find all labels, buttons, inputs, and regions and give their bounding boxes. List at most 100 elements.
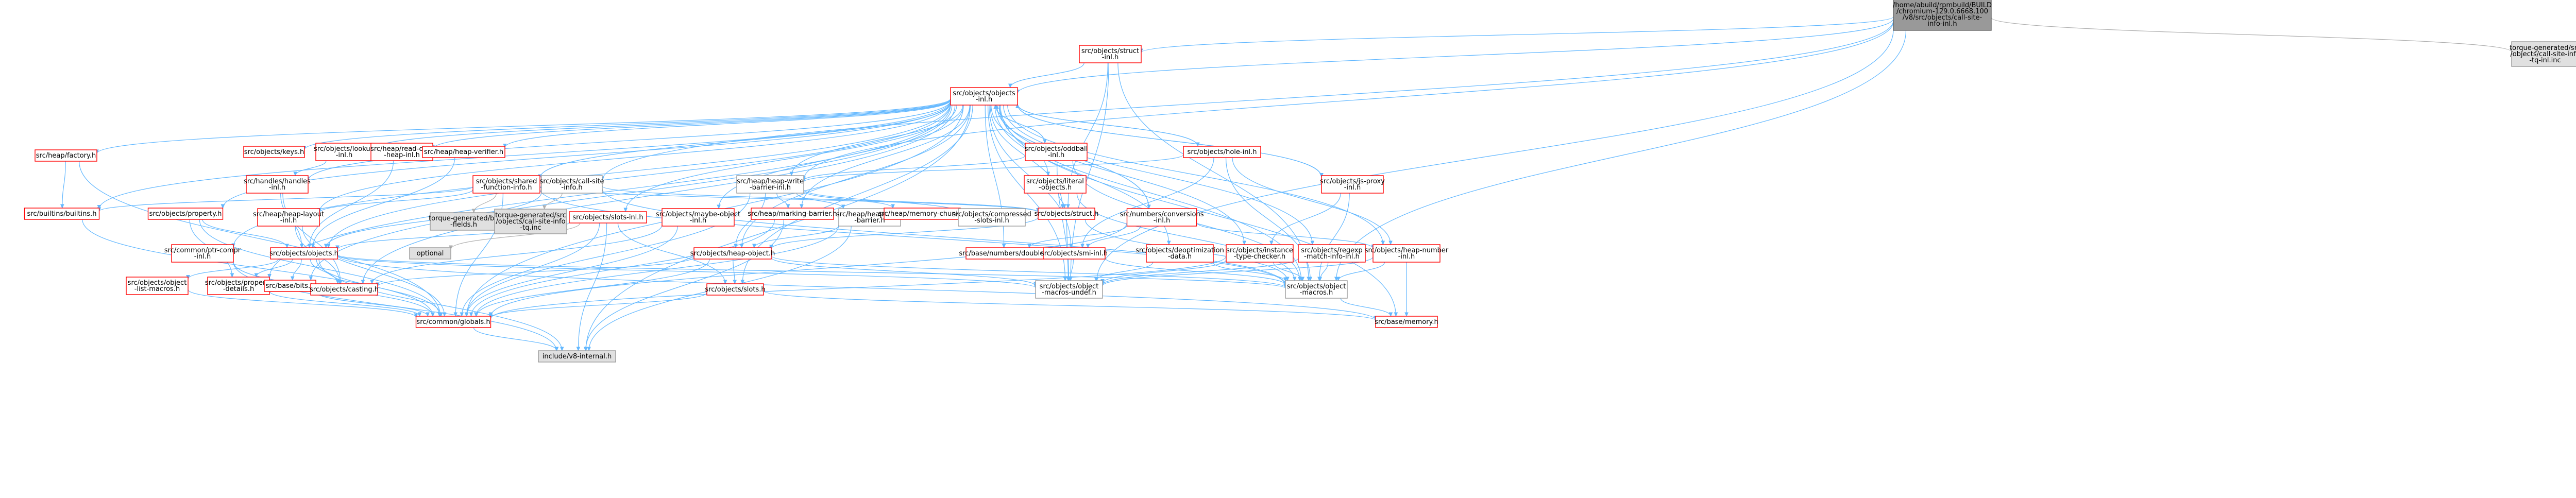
node-label-line: src/heap/memory-chunk.h (878, 210, 967, 218)
node-label-line: src/objects/objects (953, 90, 1015, 97)
node-hole-inl[interactable]: src/objects/hole-inl.h (1183, 146, 1261, 158)
node-handles-inl[interactable]: src/handles/handles-inl.h (244, 175, 311, 194)
node-v8-internal[interactable]: include/v8-internal.h (538, 350, 616, 363)
node-label-line: -tq-inl.inc (2529, 57, 2561, 64)
node-heap-number-inl[interactable]: src/objects/heap-number-inl.h (1365, 244, 1449, 263)
edge-root-to-heap_write_barrier_inl (804, 21, 1894, 180)
edge-builtins-to-globals (82, 219, 433, 316)
node-heap-verifier[interactable]: src/heap/heap-verifier.h (422, 146, 505, 158)
node-object-macros[interactable]: src/objects/object-macros.h (1285, 280, 1348, 299)
node-oddball-inl[interactable]: src/objects/oddball-inl.h (1025, 143, 1088, 161)
node-optional[interactable]: optional (409, 247, 451, 260)
node-label-line: src/objects/slots-inl.h (572, 214, 643, 221)
edge-js_proxy_inl-to-instance_type_checker (1272, 193, 1341, 245)
node-base-bits[interactable]: src/base/bits.h (264, 280, 316, 292)
node-box (126, 277, 189, 295)
node-box (1038, 208, 1095, 220)
node-deopt-data[interactable]: src/objects/deoptimization-data.h (1136, 244, 1224, 263)
node-label-line: src/objects/casting.h (310, 286, 379, 294)
node-factory[interactable]: src/heap/factory.h (35, 149, 97, 162)
edge-shared_fi-to-builtins (99, 186, 473, 211)
node-tq-call-site[interactable]: torque-generated/src/objects/call-site-i… (2510, 41, 2576, 67)
node-keys[interactable]: src/objects/keys.h (243, 146, 305, 158)
node-property[interactable]: src/objects/property.h (147, 208, 224, 220)
edge-hole_inl-to-heap_number_inl (1232, 157, 1391, 245)
node-box (243, 146, 305, 158)
node-regexp-match[interactable]: src/objects/regexp-match-info-inl.h (1298, 244, 1366, 263)
node-literal-objects[interactable]: src/objects/literal-objects.h (1024, 175, 1087, 194)
node-label-line: -details.h (223, 285, 254, 293)
node-heap-layout-inl[interactable]: src/heap/heap-layout-inl.h (253, 208, 324, 227)
node-tq-call-site-tq[interactable]: torque-generated/src/objects/call-site-i… (494, 209, 567, 234)
node-tq-bit-fields[interactable]: torque-generated/bit-fields.h (429, 212, 499, 231)
node-casting[interactable]: src/objects/casting.h (310, 283, 379, 296)
node-label-line: src/objects/heap-number (1365, 247, 1449, 254)
node-label-line: -macros.h (1300, 289, 1333, 297)
node-js-proxy-inl[interactable]: src/objects/js-proxy-inl.h (1320, 175, 1385, 194)
edge-factory-to-builtins (62, 161, 66, 208)
node-label-line: src/objects/deoptimization (1136, 247, 1224, 254)
edge-objects_h-to-v8_internal (318, 259, 562, 351)
node-box (430, 212, 498, 231)
node-numbers-conv[interactable]: src/numbers/conversions-inl.h (1120, 208, 1204, 227)
node-box (736, 175, 804, 194)
node-ptr-compr[interactable]: src/common/ptr-compr-inl.h (164, 244, 241, 263)
node-maybe-object-inl[interactable]: src/objects/maybe-object-inl.h (656, 208, 740, 227)
edge-heap_object-to-object_macros (771, 255, 1285, 288)
node-lookup-inl[interactable]: src/objects/lookup-inl.h (314, 143, 375, 161)
node-heap-object[interactable]: src/objects/heap-object.h (690, 247, 775, 260)
node-objects-inl[interactable]: src/objects/objects-inl.h (950, 87, 1018, 106)
node-struct-h[interactable]: src/objects/struct.h (1035, 208, 1099, 220)
edge-objects_inl-to-read_only_heap (433, 99, 951, 149)
node-instance-type-checker[interactable]: src/objects/instance-type-checker.h (1226, 244, 1294, 263)
edge-call_site_info-to-tq_call_site_tq (545, 193, 563, 209)
node-label-line: -inl.h (1344, 184, 1361, 192)
node-label-line: torque-generated/bit (429, 215, 499, 222)
edge-shared_fi-to-heap_layout_inl (319, 189, 473, 213)
node-heap-write-barrier-inl[interactable]: src/heap/heap-write-barrier-inl.h (736, 175, 804, 194)
node-shared-fi[interactable]: src/objects/shared-function-info.h (472, 175, 540, 194)
edge-property-to-objects_h (202, 219, 287, 248)
node-label-line: -macros-undef.h (1042, 289, 1096, 297)
node-label-line: -list-macros.h (134, 285, 180, 293)
edge-objects_inl-to-heap_object (742, 105, 971, 248)
node-base-memory[interactable]: src/base/memory.h (1375, 316, 1438, 328)
node-call-site-info[interactable]: src/objects/call-site-info.h (539, 175, 604, 194)
node-label-line: /v8/src/objects/call-site- (1903, 14, 1982, 22)
edge-numbers_conv-to-heap_number_inl (1196, 222, 1374, 249)
node-label-line: -inl.h (1398, 253, 1415, 261)
edge-objects_inl-to-casting (363, 105, 956, 284)
edge-objects_inl-to-heap_layout_inl (319, 102, 951, 212)
edge-maybe_object_inl-to-casting (372, 225, 663, 284)
node-slots-inl[interactable]: src/objects/slots-inl.h (569, 211, 647, 224)
node-memory-chunk[interactable]: src/heap/memory-chunk.h (878, 208, 967, 220)
node-label-line: torque-generated/src (495, 212, 566, 219)
node-label-line: /chromium-129.0.6668.100 (1896, 8, 1988, 15)
node-marking-barrier[interactable]: src/heap/marking-barrier.h (748, 208, 837, 220)
node-builtins[interactable]: src/builtins/builtins.h (24, 208, 100, 220)
node-base-double[interactable]: src/base/numbers/double.h (959, 247, 1050, 260)
edge-objects_inl-to-base_memory (1000, 105, 1396, 316)
node-object-macros-undef[interactable]: src/objects/object-macros-undef.h (1035, 280, 1103, 299)
node-label-line: src/objects/object (1287, 283, 1346, 290)
edge-slots_inl-to-globals (462, 222, 600, 316)
node-label-line: src/objects/property.h (149, 210, 222, 218)
edge-globals-to-v8_internal (473, 327, 556, 351)
node-label-line: -inl.h (194, 253, 211, 261)
node-box (1893, 0, 1992, 31)
node-globals[interactable]: src/common/globals.h (415, 316, 492, 328)
node-label-line: -objects.h (1039, 184, 1072, 192)
node-label-line: src/builtins/builtins.h (27, 210, 97, 218)
node-slots-h[interactable]: src/objects/slots.h (705, 283, 766, 296)
edge-objects_h-to-object_macros (337, 254, 1285, 288)
node-object-list-macros[interactable]: src/objects/object-list-macros.h (126, 277, 189, 295)
node-property-details[interactable]: src/objects/property-details.h (205, 277, 273, 295)
node-smi-inl[interactable]: src/objects/smi-inl.h (1041, 247, 1108, 260)
edge-lookup_inl-to-handles_inl (295, 160, 327, 176)
node-struct-inl[interactable]: src/objects/struct-inl.h (1079, 45, 1142, 63)
node-objects-h[interactable]: src/objects/objects.h (269, 247, 338, 260)
node-box (958, 208, 1026, 227)
node-label-line: -data.h (1168, 253, 1192, 261)
node-compressed-slots[interactable]: src/objects/compressed-slots-inl.h (952, 208, 1031, 227)
